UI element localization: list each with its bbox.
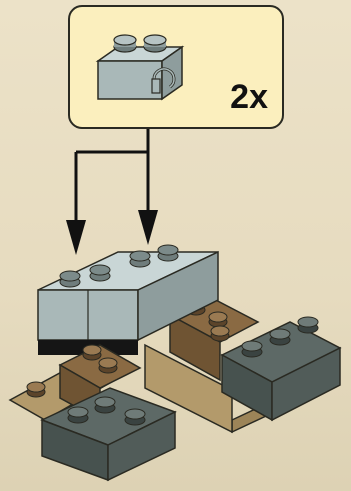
- arrow-head-right: [138, 210, 158, 245]
- studs-light-gray: [59, 244, 179, 288]
- quantity-label: 2x: [230, 78, 268, 116]
- studs-dark-front: [67, 396, 146, 426]
- studs-brown-back: [186, 299, 230, 342]
- parts-callout: 2x: [68, 5, 284, 129]
- lego-brick-1x2-with-clip-icon: [95, 34, 185, 101]
- studs-brown-front: [26, 344, 118, 398]
- arrow-head-left: [66, 220, 86, 255]
- studs-dark-right: [241, 316, 319, 358]
